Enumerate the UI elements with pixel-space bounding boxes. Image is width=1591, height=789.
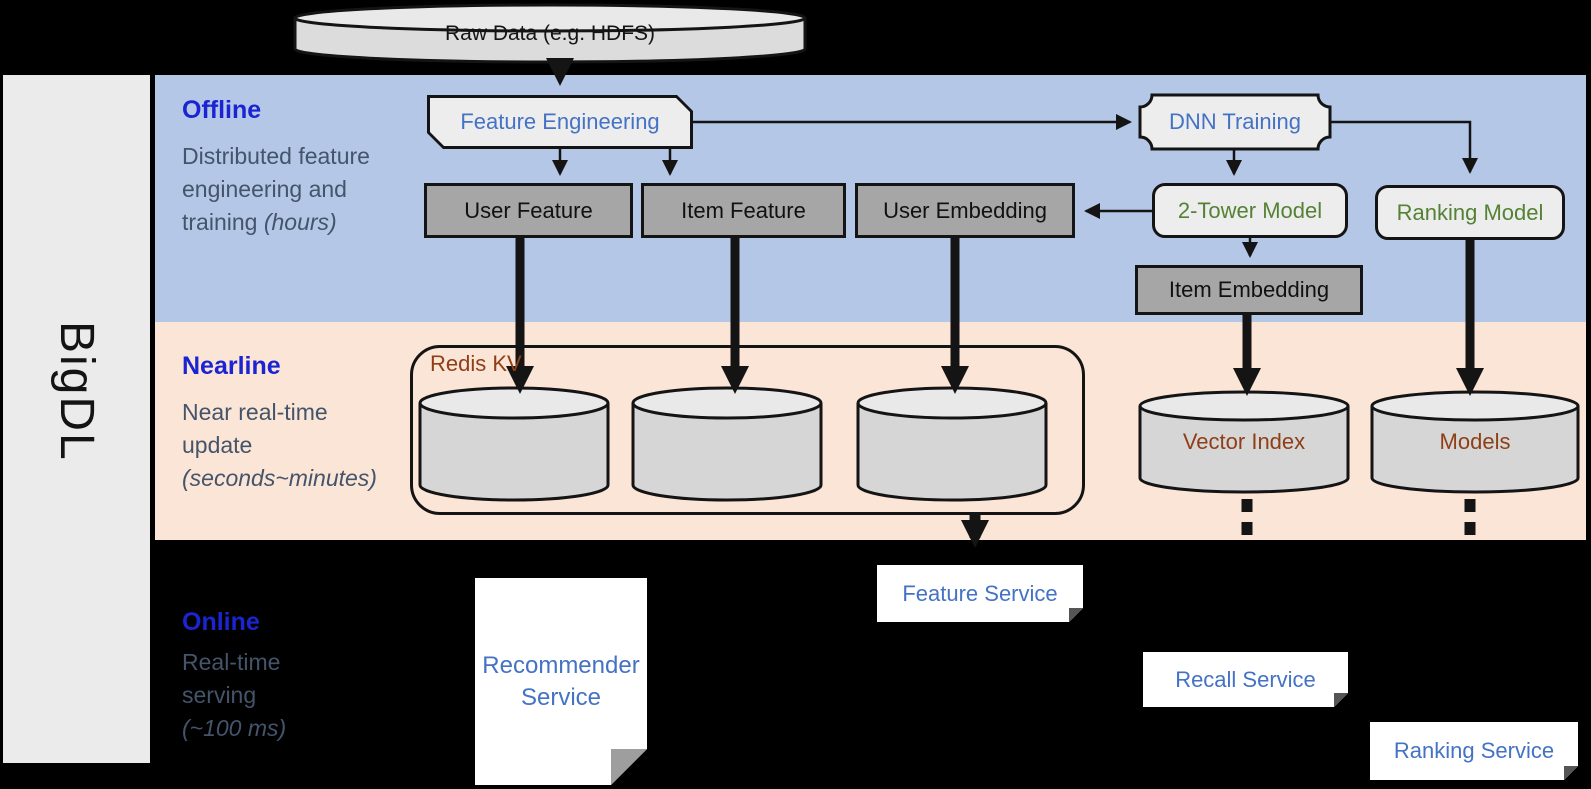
item-embedding-node: Item Embedding xyxy=(1135,265,1363,315)
bigdl-label: BigDL xyxy=(50,320,103,462)
online-subtitle: Real-time serving (~100 ms) xyxy=(182,646,312,745)
ranking-model-node: Ranking Model xyxy=(1375,185,1565,240)
online-subtitle-italic: (~100 ms) xyxy=(182,715,287,741)
feature-service-label: Feature Service xyxy=(902,580,1058,606)
folded-corner-icon xyxy=(1334,693,1348,707)
folded-corner-icon xyxy=(1069,608,1083,622)
bigdl-sidebar: BigDL xyxy=(3,75,150,763)
recall-service-label: Recall Service xyxy=(1175,666,1316,692)
redis-kv-label: Redis KV xyxy=(430,351,522,376)
ranking-service-label: Ranking Service xyxy=(1393,738,1555,763)
user-feature-node: User Feature xyxy=(424,183,633,238)
feature-engineering-label: Feature Engineering xyxy=(430,98,690,146)
online-subtitle-text: Real-time serving xyxy=(182,649,281,708)
dnn-training-node: DNN Training xyxy=(1168,109,1302,134)
online-title: Online xyxy=(182,608,260,636)
vector-index-label: Vector Index xyxy=(1182,429,1306,454)
raw-data-label: Raw Data (e.g. HDFS) xyxy=(444,22,656,45)
two-tower-model-node: 2-Tower Model xyxy=(1152,183,1348,238)
nearline-subtitle: Near real-time update (seconds~minutes) xyxy=(182,396,382,495)
nearline-subtitle-italic: (seconds~minutes) xyxy=(182,465,377,491)
recommender-service-node: Recommender Service xyxy=(475,578,647,785)
offline-subtitle-italic: (hours) xyxy=(263,209,337,235)
models-label: Models xyxy=(1439,429,1511,454)
ranking-service-node: Ranking Service xyxy=(1370,722,1578,780)
offline-subtitle: Distributed feature engineering and trai… xyxy=(182,140,377,239)
redis-kv-container xyxy=(410,345,1085,515)
folded-corner-icon xyxy=(1564,766,1578,780)
nearline-subtitle-text: Near real-time update xyxy=(182,399,328,458)
feature-service-node: Feature Service xyxy=(877,565,1083,622)
user-embedding-node: User Embedding xyxy=(855,183,1075,238)
folded-corner-icon xyxy=(611,749,647,785)
offline-subtitle-text: Distributed feature engineering and trai… xyxy=(182,143,370,235)
feature-engineering-node: Feature Engineering xyxy=(427,95,693,149)
nearline-title: Nearline xyxy=(182,352,281,380)
offline-title: Offline xyxy=(182,96,262,124)
recall-service-node: Recall Service xyxy=(1143,652,1348,707)
recommender-service-label: Recommender Service xyxy=(482,651,640,711)
item-feature-node: Item Feature xyxy=(641,183,846,238)
